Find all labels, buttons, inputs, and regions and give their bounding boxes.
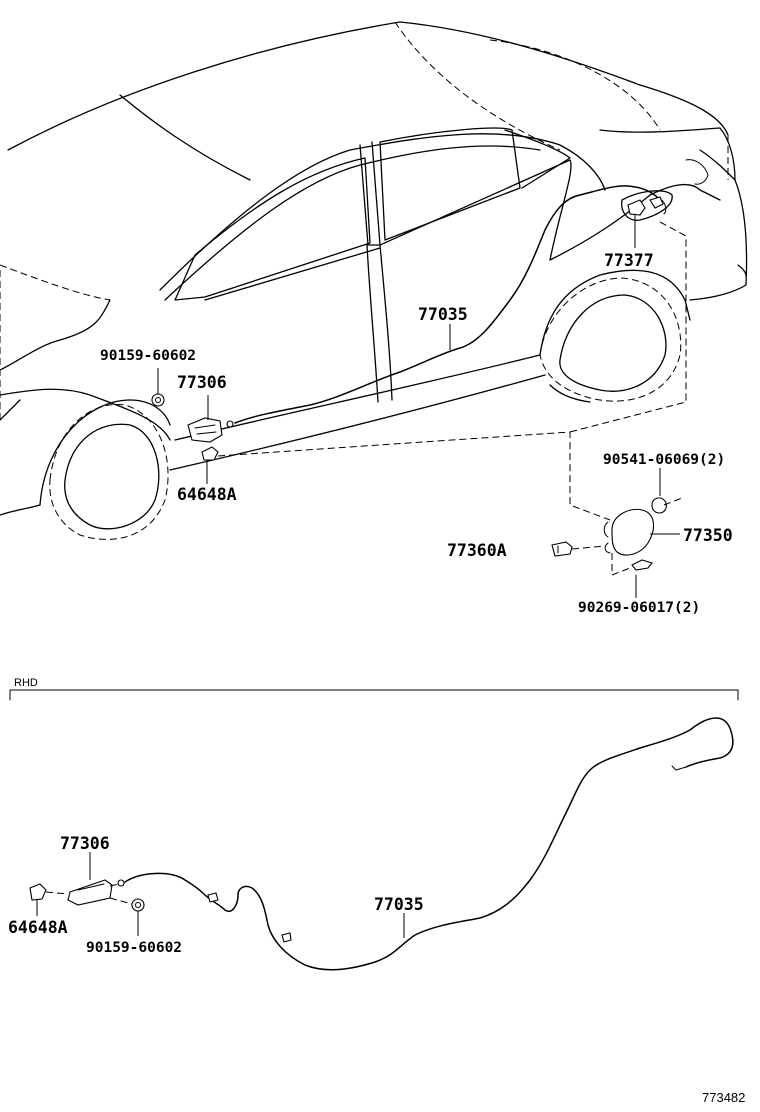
label-64648a-rhd: 64648A [8, 918, 68, 937]
fuel-lid-opening [621, 159, 709, 221]
cable-rhd-clamp-2 [281, 932, 292, 943]
label-90541-06069: 90541-06069(2) [603, 452, 725, 468]
label-77035-top: 77035 [418, 305, 468, 324]
cover-64648a-rhd [29, 883, 47, 901]
rhd-section-label: RHD [14, 677, 38, 689]
label-77035-rhd: 77035 [374, 895, 424, 914]
cushion-90541 [651, 497, 683, 514]
car-body-outline [0, 21, 748, 516]
leader-dash-rhd-lever-cable [109, 883, 120, 887]
diagram-id: 773482 [702, 1090, 745, 1105]
lock-77377 [627, 196, 664, 216]
label-90159-60602-rhd: 90159-60602 [86, 940, 182, 956]
label-64648a-top: 64648A [177, 485, 237, 504]
hinge-77360a [551, 541, 573, 557]
screw-90269 [631, 559, 653, 593]
opener-lever-rhd [67, 879, 113, 906]
clip-90159-top [151, 393, 165, 407]
rear-wheel [539, 277, 682, 403]
opener-cable-top [234, 185, 659, 424]
opener-lever-top [187, 417, 223, 443]
leader-dash-90269 [611, 553, 631, 576]
leader-dash-rhd-90159 [109, 897, 133, 905]
label-77360a: 77360A [447, 541, 507, 560]
cable-rhd-end-hook [671, 765, 687, 771]
cover-64648a-top [201, 446, 219, 461]
leader-dash-77360a [571, 545, 606, 550]
cable-rhd-clamp-1 [207, 892, 219, 903]
label-77306-rhd: 77306 [60, 834, 110, 853]
label-77377: 77377 [604, 251, 654, 270]
rhd-section-bracket [9, 689, 739, 701]
leader-dash-77377 [569, 221, 687, 433]
leader-dash-64648a [217, 431, 611, 521]
front-wheel [39, 399, 171, 540]
opener-cable-rhd [124, 717, 734, 971]
label-77350: 77350 [683, 526, 733, 545]
fuel-lid-77350 [603, 508, 655, 556]
cable-top-end [226, 420, 234, 428]
leader-dash-rhd-64648a [45, 891, 69, 895]
cable-rhd-end [117, 879, 125, 887]
label-90159-60602-top: 90159-60602 [100, 348, 196, 364]
clip-90159-rhd [131, 898, 145, 912]
label-77306-top: 77306 [177, 373, 227, 392]
label-90269-06017: 90269-06017(2) [578, 600, 700, 616]
